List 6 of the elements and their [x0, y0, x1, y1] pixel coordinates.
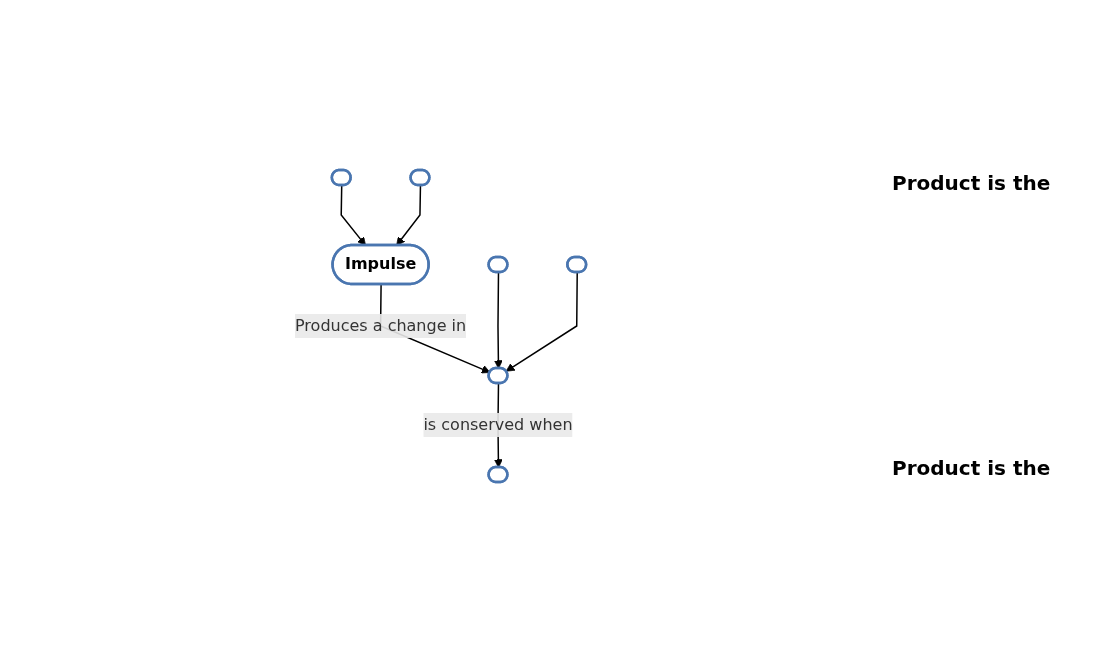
- edge-label: is conserved when: [423, 414, 573, 434]
- arrow: [506, 271, 579, 372]
- arrow: [494, 271, 504, 369]
- note-text: Product is the: [892, 170, 1052, 195]
- edge-label: Produces a change in: [295, 315, 467, 335]
- note-text: Product is the: [892, 456, 1052, 481]
